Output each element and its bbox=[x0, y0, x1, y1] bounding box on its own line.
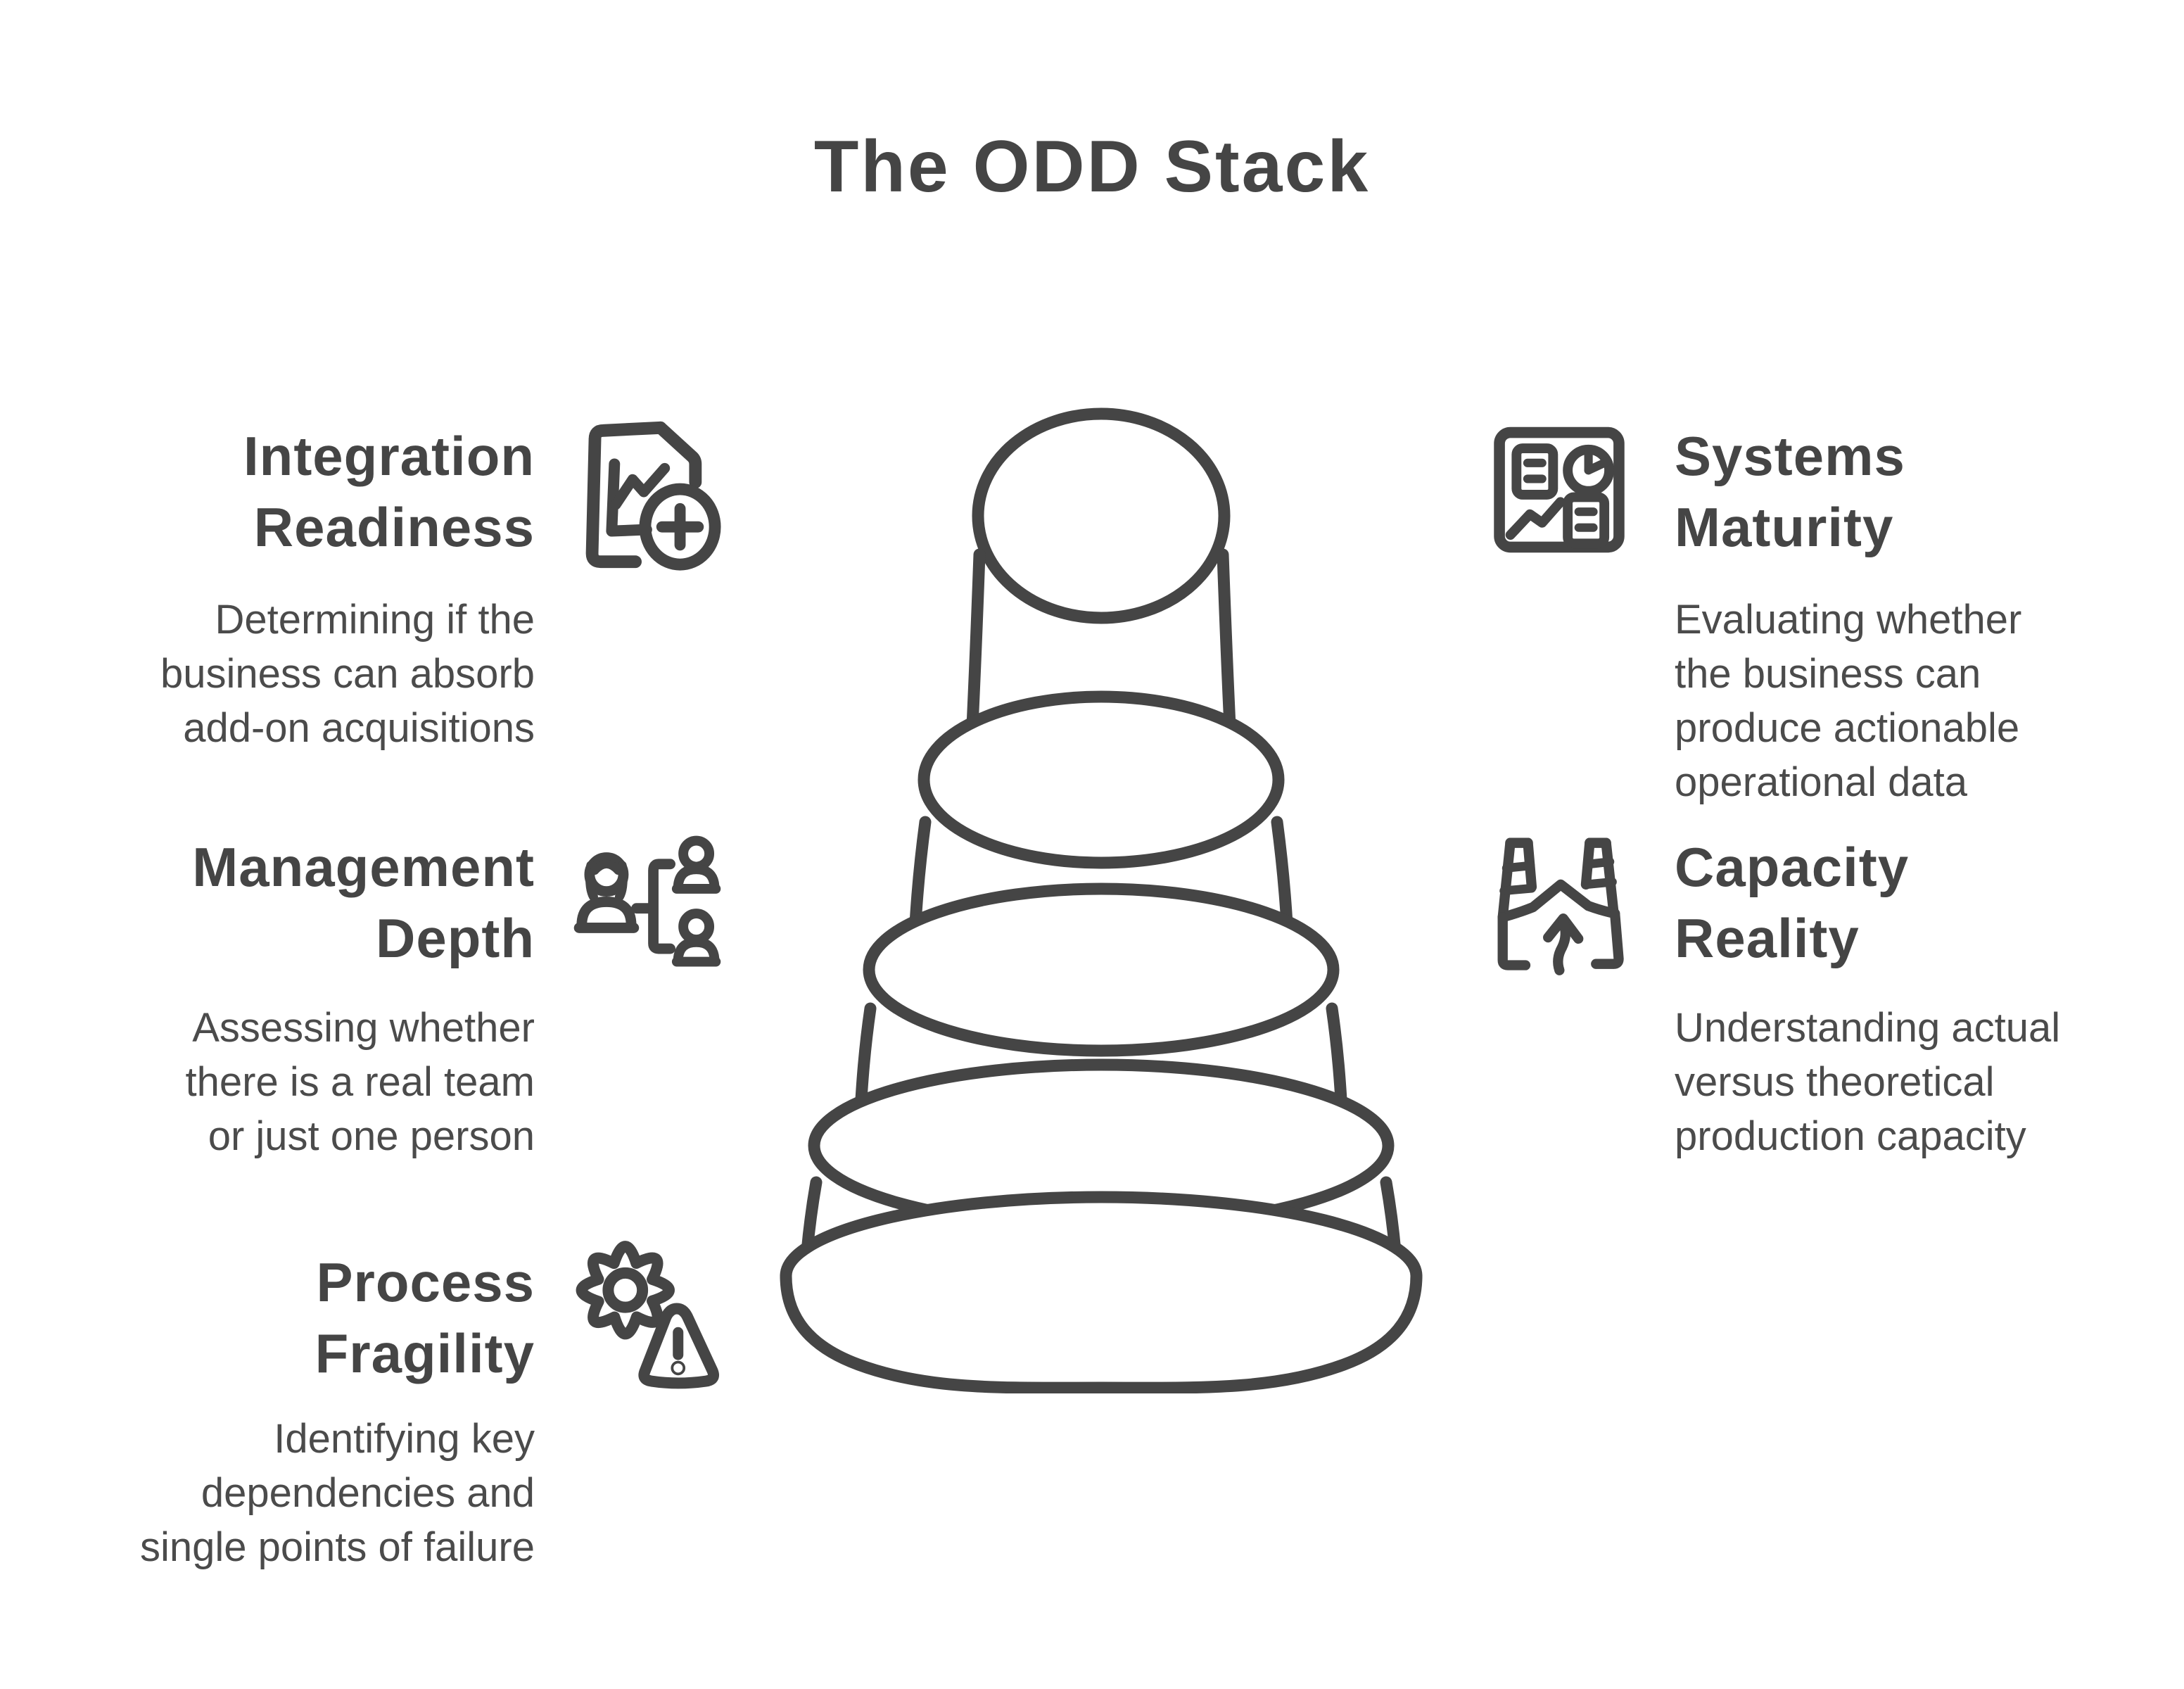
heading-line: Reality bbox=[1675, 907, 1860, 969]
description-line: Identifying key bbox=[274, 1416, 535, 1462]
description-line: add-on acquisitions bbox=[183, 705, 535, 751]
heading-line: Readiness bbox=[253, 496, 535, 558]
factory-growth-icon bbox=[1497, 837, 1624, 975]
heading-line: Depth bbox=[376, 907, 535, 969]
management-depth-description: Assessing whether there is a real team o… bbox=[70, 1001, 535, 1163]
description-line: or just one person bbox=[208, 1113, 535, 1159]
description-line: business can absorb bbox=[160, 651, 535, 697]
systems-maturity-heading: Systems Maturity bbox=[1675, 421, 2181, 563]
integration-readiness-heading: Integration Readiness bbox=[70, 421, 535, 563]
heading-line: Management bbox=[192, 836, 535, 898]
dashboard-charts-icon bbox=[1494, 426, 1625, 553]
description-line: dependencies and bbox=[201, 1470, 535, 1516]
description-line: operational data bbox=[1675, 759, 1967, 805]
description-line: Understanding actual bbox=[1675, 1005, 2061, 1051]
management-depth-heading: Management Depth bbox=[70, 832, 535, 974]
integration-readiness-description: Determining if the business can absorb a… bbox=[70, 593, 535, 755]
description-line: Determining if the bbox=[215, 597, 535, 643]
stack-tier-5 bbox=[780, 1191, 1423, 1393]
capacity-reality-description: Understanding actual versus theoretical … bbox=[1675, 1001, 2184, 1163]
process-fragility-heading: Process Fragility bbox=[70, 1247, 535, 1389]
description-line: versus theoretical bbox=[1675, 1059, 1995, 1105]
description-line: Evaluating whether bbox=[1675, 597, 2022, 643]
heading-line: Capacity bbox=[1675, 836, 1910, 898]
heading-line: Systems bbox=[1675, 425, 1905, 487]
description-line: single points of failure bbox=[140, 1524, 535, 1570]
systems-maturity-description: Evaluating whether the business can prod… bbox=[1675, 593, 2167, 809]
document-chart-plus-icon bbox=[585, 421, 721, 571]
heading-line: Process bbox=[316, 1251, 535, 1313]
capacity-reality-heading: Capacity Reality bbox=[1675, 832, 2181, 974]
page-title: The ODD Stack bbox=[813, 126, 1371, 208]
description-line: Assessing whether bbox=[192, 1005, 535, 1051]
description-line: production capacity bbox=[1675, 1113, 2026, 1159]
description-line: produce actionable bbox=[1675, 705, 2020, 751]
heading-line: Maturity bbox=[1675, 496, 1894, 558]
description-line: the business can bbox=[1675, 651, 1981, 697]
odd-stack-graphic bbox=[780, 407, 1423, 1393]
process-fragility-description: Identifying key dependencies and single … bbox=[28, 1412, 535, 1574]
gear-warning-icon bbox=[576, 1241, 719, 1389]
heading-line: Integration bbox=[243, 425, 535, 487]
stack-tier-2 bbox=[907, 690, 1295, 969]
org-chart-people-icon bbox=[573, 835, 721, 967]
description-line: there is a real team bbox=[185, 1059, 535, 1105]
heading-line: Fragility bbox=[315, 1322, 535, 1384]
